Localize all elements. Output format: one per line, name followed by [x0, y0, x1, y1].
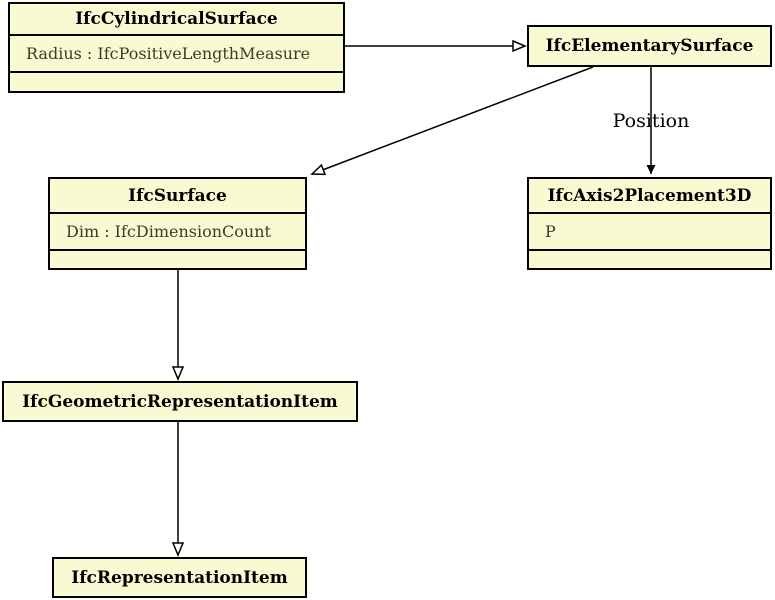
inheritance-edge-elementary-to-surface: [312, 66, 594, 174]
class-node-ifc-cylindrical-surface[interactable]: IfcCylindricalSurface Radius : IfcPositi…: [8, 2, 345, 93]
attribute-row: Dim : IfcDimensionCount: [50, 212, 305, 249]
class-name: IfcElementarySurface: [545, 36, 754, 56]
edge-label-position: Position: [612, 110, 690, 132]
class-name: IfcGeometricRepresentationItem: [22, 391, 338, 412]
class-node-ifc-surface[interactable]: IfcSurface Dim : IfcDimensionCount: [48, 177, 307, 270]
attribute-row: Radius : IfcPositiveLengthMeasure: [10, 34, 343, 71]
class-node-ifc-representation-item[interactable]: IfcRepresentationItem: [52, 557, 307, 598]
operations-compartment: [529, 249, 770, 268]
class-name: IfcSurface: [128, 185, 227, 206]
class-node-ifc-geometric-representation-item[interactable]: IfcGeometricRepresentationItem: [2, 381, 358, 422]
class-name: IfcAxis2Placement3D: [547, 185, 752, 206]
attribute-row: P: [529, 212, 770, 249]
class-node-ifc-axis2placement3d[interactable]: IfcAxis2Placement3D P: [527, 177, 772, 270]
class-name: IfcCylindricalSurface: [75, 9, 278, 29]
class-name: IfcRepresentationItem: [71, 567, 288, 588]
class-node-ifc-elementary-surface[interactable]: IfcElementarySurface: [527, 25, 772, 67]
operations-compartment: [50, 249, 305, 268]
operations-compartment: [10, 71, 343, 91]
